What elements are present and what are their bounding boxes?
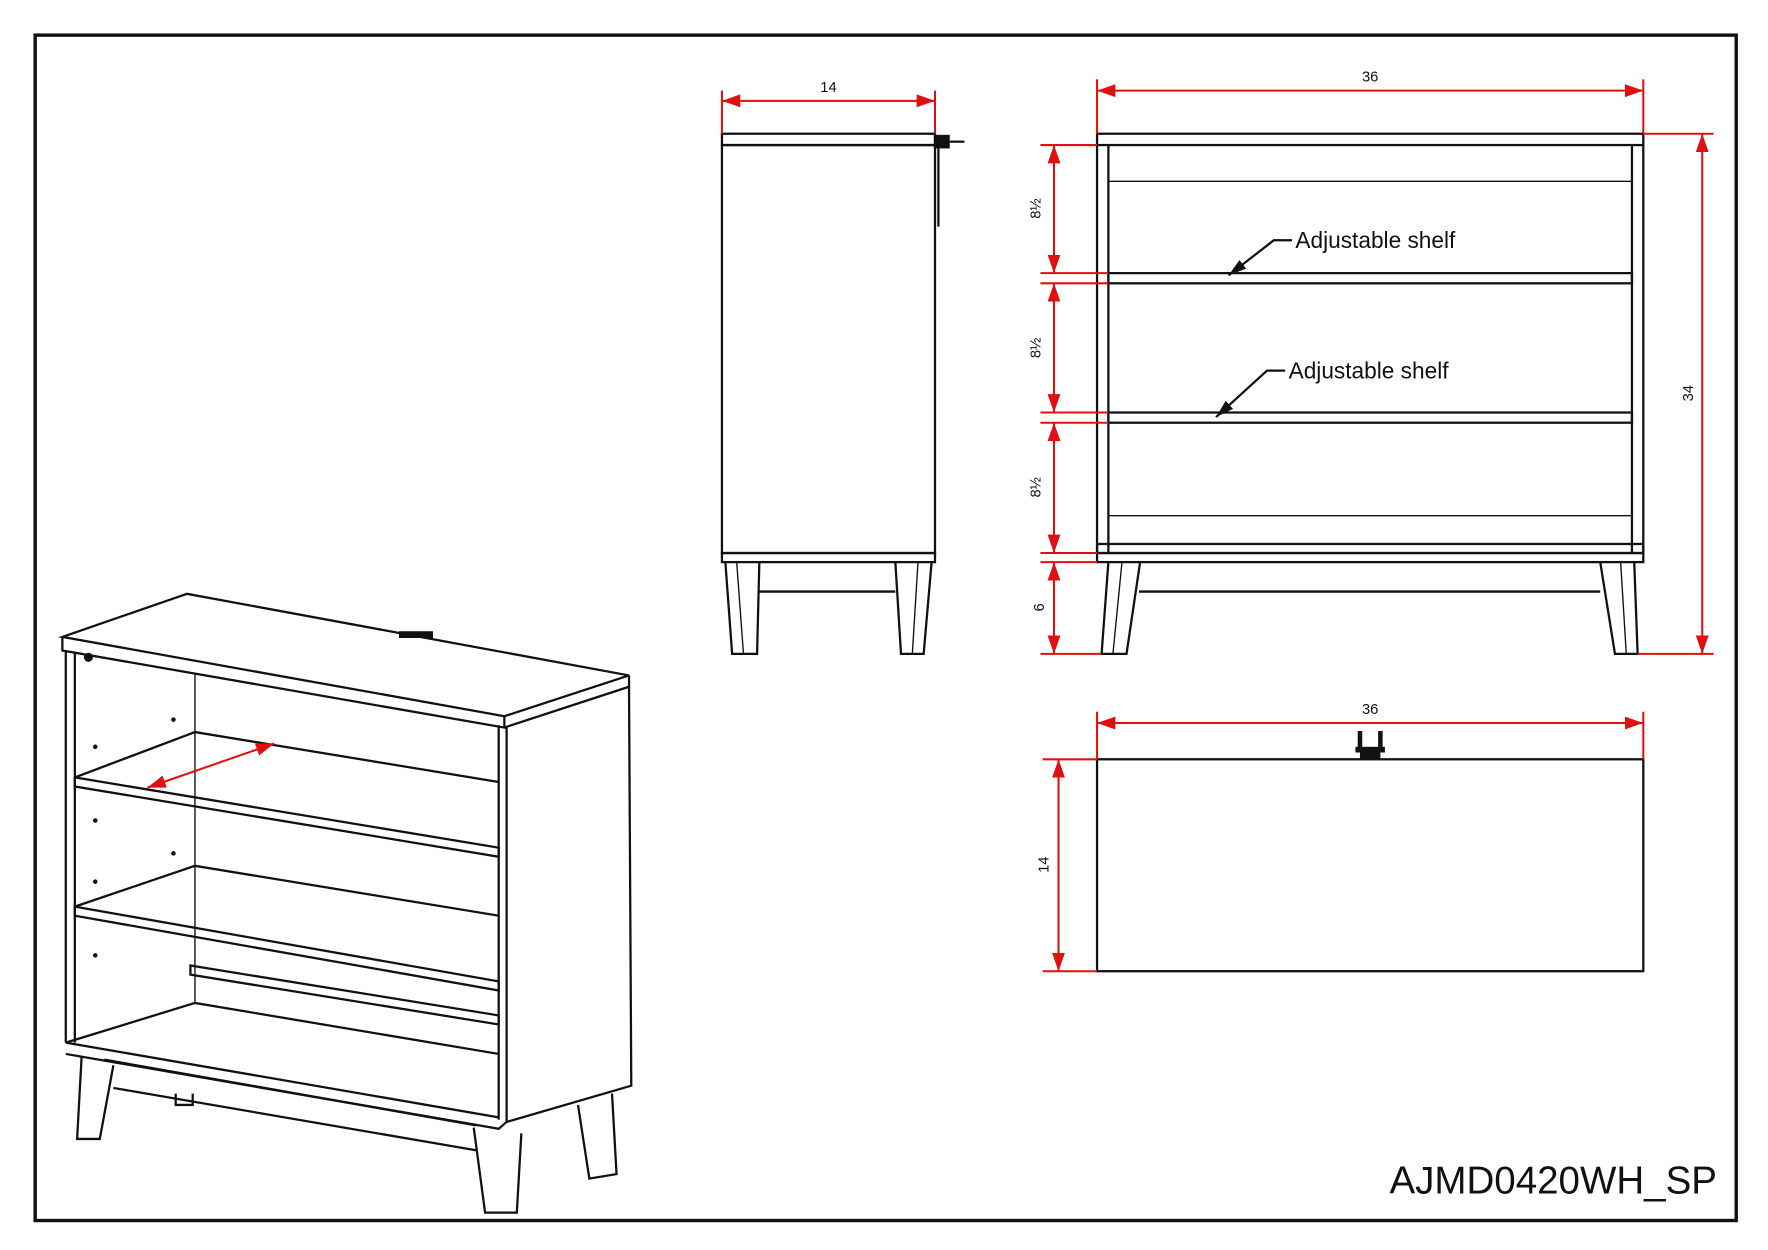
handle-icon <box>933 134 965 227</box>
side-depth-dimension: 14 <box>820 80 836 96</box>
leg-height-dimension: 6 <box>1032 603 1048 611</box>
model-code: AJMD0420WH_SP <box>1389 1159 1717 1202</box>
side-view: 14 <box>720 80 965 656</box>
handle-icon <box>1355 730 1385 760</box>
annotation-adjustable-shelf-upper: Adjustable shelf <box>1295 227 1456 253</box>
top-width-dimension: 36 <box>1362 702 1378 718</box>
handle-icon <box>398 631 433 639</box>
front-height-dimension: 34 <box>1681 385 1697 401</box>
isometric-view <box>57 592 633 1214</box>
annotation-adjustable-shelf-lower: Adjustable shelf <box>1289 358 1450 384</box>
top-view: 36 14 <box>1036 702 1645 973</box>
front-width-dimension: 36 <box>1362 70 1378 86</box>
front-view: 36 34 8½ 8½ 8½ 6 Adjustable shelf Adjust… <box>1028 70 1714 656</box>
shelf-lower <box>1107 411 1634 424</box>
top-depth-dimension: 14 <box>1036 856 1052 872</box>
shelf-spacing-top: 8½ <box>1028 198 1044 218</box>
shelf-upper <box>1107 271 1634 285</box>
drawing-border <box>33 33 1738 1223</box>
shelf-spacing-middle: 8½ <box>1028 338 1044 358</box>
shelf-spacing-bottom: 8½ <box>1028 477 1044 497</box>
